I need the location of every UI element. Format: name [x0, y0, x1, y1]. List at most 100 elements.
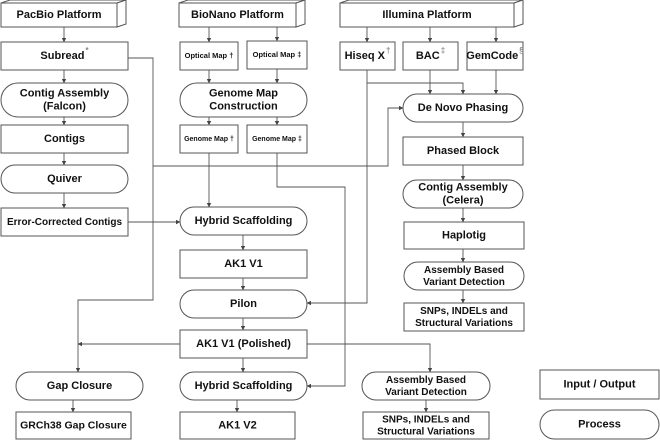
- node-gap: Gap Closure: [15, 371, 144, 401]
- node-label-text: Gap Closure: [47, 380, 112, 392]
- node-label: Pilon: [230, 298, 257, 310]
- node-label: Construction: [209, 100, 278, 112]
- node-illumina: Illumina Platform: [339, 0, 524, 28]
- process-shape: [179, 82, 308, 118]
- node-label: Process: [578, 418, 621, 430]
- node-label-text: Illumina Platform: [382, 9, 471, 21]
- node-label: Optical Map †: [185, 51, 234, 60]
- node-pacbio: PacBio Platform: [0, 0, 127, 28]
- node-label-text: Assembly Based: [386, 375, 466, 386]
- node-gm1: Genome Map †: [179, 124, 239, 154]
- node-label: Genome Map: [209, 87, 278, 99]
- node-ak1v1: AK1 V1: [179, 249, 308, 279]
- node-label-text: De Novo Phasing: [418, 102, 508, 114]
- node-label: Structural Variations: [377, 426, 475, 437]
- node-hs1: Hybrid Scaffolding: [179, 206, 308, 236]
- node-label: BioNano Platform: [191, 9, 284, 21]
- node-label: Illumina Platform: [382, 9, 471, 21]
- node-label: (Celera): [443, 194, 484, 206]
- node-label: Error-Corrected Contigs: [7, 217, 122, 228]
- node-bac: BAC‡: [402, 41, 459, 71]
- input-output-shape: [402, 136, 524, 166]
- process-shape: [179, 289, 308, 319]
- node-bionano: BioNano Platform: [178, 0, 306, 28]
- input-output-shape: [179, 411, 296, 440]
- node-label: PacBio Platform: [17, 9, 102, 21]
- node-label-text: Error-Corrected Contigs: [7, 217, 122, 228]
- arrow-connector: [367, 82, 466, 95]
- platform-side-face: [513, 0, 524, 28]
- input-output-shape: [179, 124, 239, 154]
- node-label: Genome Map ‡: [252, 136, 302, 143]
- arrow-connector: [153, 105, 404, 167]
- process-shape: [539, 409, 660, 440]
- node-ak1v2: AK1 V2: [179, 411, 296, 440]
- input-output-shape: [0, 41, 129, 71]
- node-gemcode: GemCode§: [466, 41, 524, 71]
- node-label-text: PacBio Platform: [17, 9, 102, 21]
- node-label: BAC‡: [416, 46, 445, 62]
- node-label: Contigs: [44, 133, 85, 145]
- node-label: Assembly Based: [424, 265, 504, 276]
- input-output-shape: [246, 124, 308, 154]
- node-label-text: Genome Map †: [184, 136, 234, 143]
- node-grch: GRCh38 Gap Closure: [15, 411, 132, 440]
- node-label-text: Quiver: [47, 173, 83, 185]
- node-ecc: Error-Corrected Contigs: [0, 207, 129, 237]
- node-quiver: Quiver: [0, 164, 129, 194]
- arrow-connector: [75, 57, 154, 373]
- node-label: Subread*: [40, 46, 89, 62]
- node-label-text: Phased Block: [427, 145, 500, 157]
- node-opt1: Optical Map †: [179, 41, 239, 71]
- node-falcon: Contig Assembly(Falcon): [0, 82, 129, 118]
- node-phased: Phased Block: [402, 136, 524, 166]
- input-output-shape: [179, 249, 308, 279]
- node-label: AK1 V1: [224, 258, 263, 270]
- footnote-mark: *: [85, 46, 89, 55]
- footnote-mark: §: [519, 46, 524, 55]
- node-label-text: Construction: [209, 100, 278, 112]
- node-label-text: Contig Assembly: [418, 181, 508, 193]
- node-label: Variant Detection: [385, 387, 467, 398]
- node-label: Contig Assembly: [418, 181, 508, 193]
- process-shape: [179, 371, 308, 401]
- node-label: GemCode§: [466, 46, 524, 62]
- arrow-connector: [306, 70, 368, 306]
- arrow-connector: [234, 399, 243, 413]
- node-label-text: Contig Assembly: [20, 87, 110, 99]
- platform-box: [339, 2, 515, 28]
- node-label-text: Optical Map †: [185, 51, 234, 60]
- node-label-text: Input / Output: [563, 378, 635, 390]
- node-label-text: Variant Detection: [423, 277, 505, 288]
- platform-side-face: [116, 0, 127, 28]
- node-label-text: (Falcon): [43, 100, 86, 112]
- node-label: Input / Output: [563, 378, 635, 390]
- node-label-text: Contigs: [44, 133, 85, 145]
- node-hs2: Hybrid Scaffolding: [179, 371, 308, 401]
- node-label: AK1 V2: [218, 419, 257, 431]
- node-celera: Contig Assembly(Celera): [402, 179, 524, 209]
- node-label-text: Process: [578, 418, 621, 430]
- node-label-text: SNPs, INDELs and: [420, 306, 508, 317]
- node-label-text: GemCode: [466, 50, 518, 62]
- input-output-shape: [362, 411, 490, 440]
- input-output-shape: [15, 411, 132, 440]
- node-label-text: Pilon: [230, 298, 257, 310]
- node-label: Haplotig: [442, 229, 486, 241]
- node-process: Process: [539, 409, 660, 440]
- footnote-mark: ‡: [441, 46, 445, 55]
- process-shape: [0, 164, 129, 194]
- connectors: [61, 27, 499, 413]
- node-label: De Novo Phasing: [418, 102, 508, 114]
- platform-side-face: [295, 0, 306, 28]
- node-haplotig: Haplotig: [403, 221, 525, 250]
- node-label-text: SNPs, INDELs and: [382, 414, 470, 425]
- node-label: AK1 V1 (Polished): [196, 338, 291, 350]
- process-shape: [179, 206, 308, 236]
- node-label-text: Genome Map ‡: [252, 136, 302, 143]
- node-label-text: BioNano Platform: [191, 9, 284, 21]
